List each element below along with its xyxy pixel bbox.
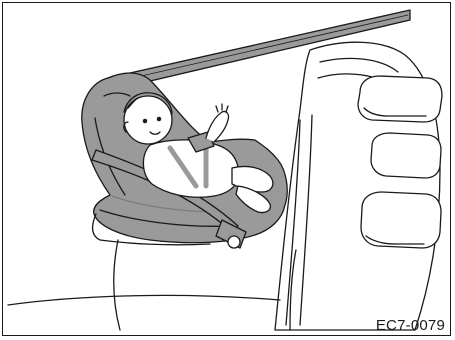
seat-cushion-middle — [371, 133, 441, 178]
vehicle-seat-base — [8, 295, 280, 305]
seat-cushion-lower — [361, 192, 441, 248]
seat-cushion-upper — [358, 76, 442, 122]
figure-code-label: EC7-0079 — [376, 317, 445, 334]
floor-line — [114, 240, 120, 330]
